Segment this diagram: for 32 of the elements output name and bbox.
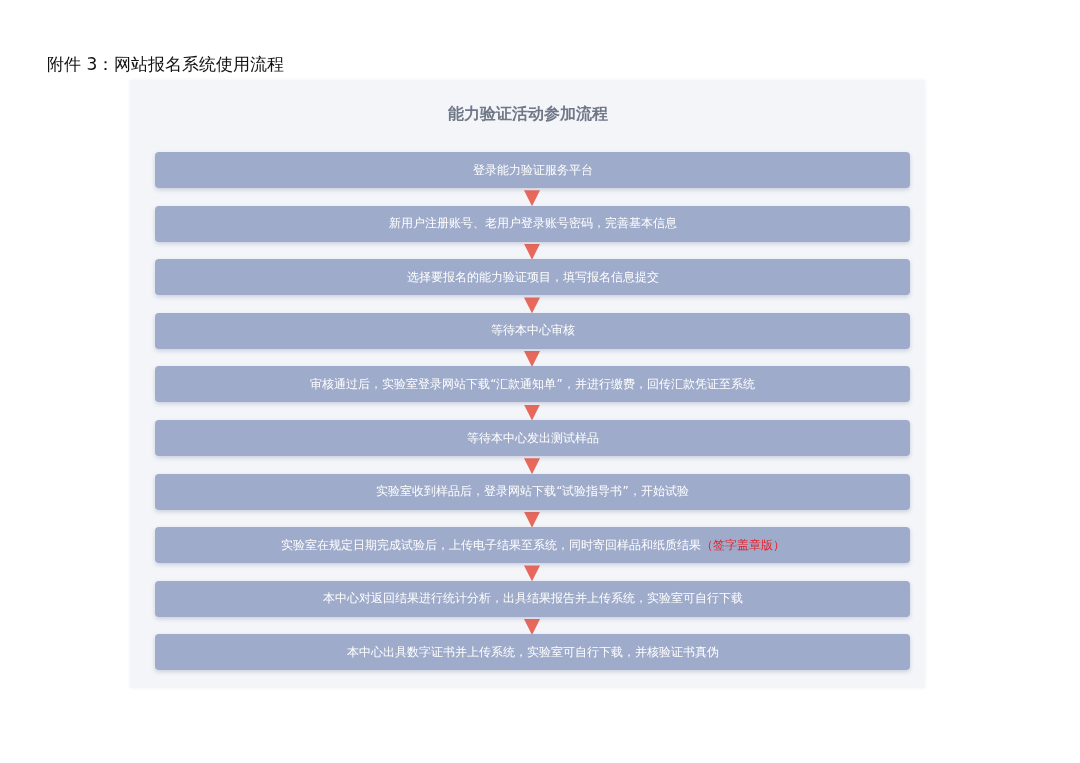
process-box xyxy=(155,473,910,510)
process-box xyxy=(155,259,910,296)
arrow xyxy=(524,350,540,367)
process-box xyxy=(155,580,910,617)
step-text: 等待本中心审核 xyxy=(490,322,575,340)
process-box xyxy=(155,634,910,671)
step-text: 新用户注册账号、老用户登录账号密码，完善基本信息 xyxy=(388,215,677,233)
process-box xyxy=(155,420,910,456)
process-box xyxy=(155,366,910,403)
flow-heading: 能力验证活动参加流程 xyxy=(446,104,609,125)
process-box xyxy=(155,312,910,349)
process-box xyxy=(155,527,910,564)
page-title: 附件 3：网站报名系统使用流程 xyxy=(47,53,285,76)
step-text: 等待本中心发出测试样品 xyxy=(466,429,599,447)
process-box xyxy=(155,152,910,188)
step-text: 本中心出具数字证书并上传系统，实验室可自行下载，并核验证书真伪 xyxy=(346,643,719,661)
arrow xyxy=(524,458,540,475)
arrow xyxy=(524,297,540,314)
arrow xyxy=(524,243,540,260)
step-text: 实验室在规定日期完成试验后，上传电子结果至系统，同时寄回样品和纸质结果 xyxy=(280,536,701,554)
step-text: 本中心对返回结果进行统计分析，出具结果报告并上传系统，实验室可自行下载 xyxy=(322,590,743,608)
arrow xyxy=(524,190,540,207)
arrow xyxy=(524,565,540,582)
arrow xyxy=(524,404,540,421)
step-text: 登录能力验证服务平台 xyxy=(472,161,593,179)
note-text: （签字盖章版） xyxy=(700,536,785,554)
arrow xyxy=(524,511,540,528)
process-box xyxy=(155,205,910,242)
step-text: 实验室收到样品后，登录网站下载“试验指导书”，开始试验 xyxy=(376,483,689,501)
arrow xyxy=(524,618,540,635)
step-text: 选择要报名的能力验证项目，填写报名信息提交 xyxy=(406,268,659,286)
step-text: 审核通过后，实验室登录网站下载“汇款通知单”，并进行缴费，回传汇款凭证至系统 xyxy=(310,375,755,393)
